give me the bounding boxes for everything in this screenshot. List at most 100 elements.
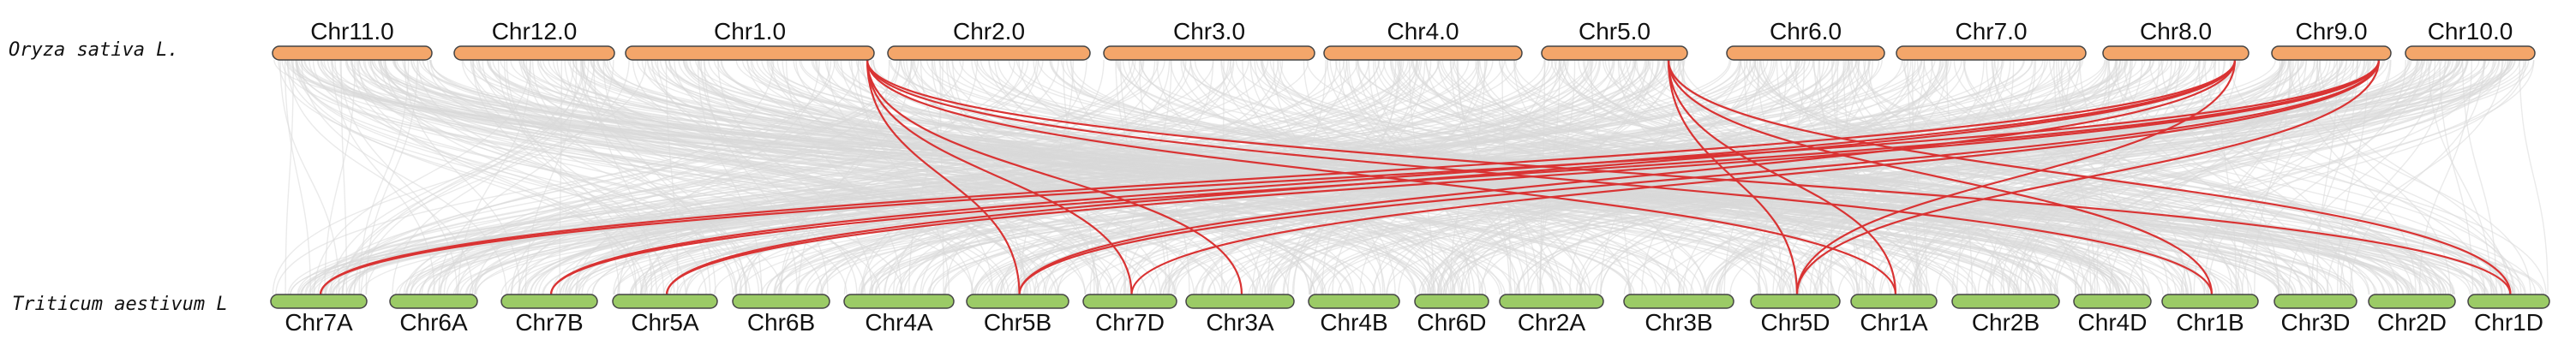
background-link [1799, 59, 2035, 295]
background-link [342, 59, 630, 295]
bottom-chromosome-label: Chr6B [747, 309, 815, 336]
background-link [2349, 59, 2485, 295]
top-chromosome-label: Chr6.0 [1770, 18, 1842, 45]
bottom-chromosome-chr4d [2073, 294, 2152, 309]
highlight-link-chr8-0-chr5b [1018, 59, 2237, 295]
bottom-chromosome-label: Chr3B [1644, 309, 1712, 336]
highlight-link-chr1-0-chr1b [866, 59, 2214, 295]
background-link [1776, 59, 1864, 295]
background-link [1729, 59, 2372, 295]
highlighted-synteny-links [319, 59, 2512, 295]
top-chromosome-label: Chr8.0 [2140, 18, 2212, 45]
background-link [816, 59, 1456, 295]
bottom-chromosome-chr6d [1414, 294, 1489, 309]
highlight-link-chr9-0-chr7b [549, 59, 2381, 295]
background-link [649, 59, 2338, 295]
background-link [440, 59, 964, 295]
background-link [523, 59, 1632, 295]
top-chromosome-chr12-0 [453, 45, 615, 61]
background-link [1935, 59, 2321, 295]
background-link [994, 59, 1880, 295]
highlight-link-chr9-0-chr7d [1130, 59, 2381, 295]
bottom-chromosome-chr6b [732, 294, 830, 309]
bottom-chromosome-chr6a [389, 294, 478, 309]
background-synteny-links [272, 59, 2549, 295]
top-chromosome-label: Chr7.0 [1955, 18, 2027, 45]
background-link [1706, 59, 2458, 295]
bottom-chromosome-chr7a [270, 294, 368, 309]
background-link [510, 59, 2084, 295]
background-link [596, 59, 2017, 295]
background-link [569, 59, 1036, 295]
top-species-label: Oryza sativa L. [9, 39, 179, 61]
background-link [1663, 59, 1820, 295]
background-link [358, 59, 1352, 295]
highlight-link-chr9-0-chr5b [1018, 59, 2381, 295]
background-link [511, 59, 775, 295]
bottom-chromosome-label: Chr2D [2377, 309, 2447, 336]
bottom-chromosome-chr1b [2161, 294, 2259, 309]
background-link [285, 59, 294, 295]
background-link [1677, 59, 2284, 295]
top-chromosome-label: Chr10.0 [2428, 18, 2513, 45]
background-link [566, 59, 1024, 295]
top-chromosome-chr8-0 [2102, 45, 2250, 61]
background-link [519, 59, 1102, 295]
background-link [2090, 59, 2527, 295]
background-link [474, 59, 1269, 295]
background-link [356, 59, 824, 295]
top-chromosome-chr5-0 [1541, 45, 1688, 61]
bottom-chromosome-label: Chr4B [1320, 309, 1387, 336]
background-link [332, 59, 2490, 295]
bottom-chromosome-label: Chr4A [865, 309, 933, 336]
background-link [1579, 59, 2370, 295]
background-link [438, 59, 614, 295]
background-link [1398, 59, 2456, 295]
top-chromosome-chr2-0 [887, 45, 1091, 61]
bottom-chromosome-label: Chr1D [2474, 309, 2543, 336]
background-link [778, 59, 1664, 295]
background-link [350, 59, 1663, 295]
background-link [1623, 59, 2449, 295]
background-link [1000, 59, 1423, 295]
background-link [833, 59, 2020, 295]
bottom-chromosome-label: Chr6D [1417, 309, 1487, 336]
background-link [2519, 59, 2549, 295]
bottom-chromosome-chr7b [500, 294, 598, 309]
background-link [564, 59, 1682, 295]
top-chromosome-label: Chr9.0 [2295, 18, 2367, 45]
highlight-link-chr1-0-chr3a [866, 59, 1243, 295]
background-link [827, 59, 993, 295]
background-link [537, 59, 1409, 295]
background-link [946, 59, 1127, 295]
background-link [2066, 59, 2522, 295]
top-chromosome-chr1-0 [625, 45, 875, 61]
bottom-chromosome-label: Chr5B [984, 309, 1051, 336]
top-chromosome-label: Chr2.0 [953, 18, 1025, 45]
background-link [317, 59, 1376, 295]
background-link [412, 59, 1807, 295]
bottom-chromosome-label: Chr5A [631, 309, 699, 336]
background-link [929, 59, 1418, 295]
background-link [804, 59, 1626, 295]
bottom-chromosome-chr2a [1499, 294, 1604, 309]
top-chromosome-label: Chr1.0 [714, 18, 786, 45]
bottom-chromosome-label: Chr7D [1095, 309, 1165, 336]
top-chromosome-label: Chr12.0 [492, 18, 578, 45]
background-link [1309, 59, 2297, 295]
background-link [427, 59, 993, 295]
highlight-link-chr8-0-chr5d [1795, 59, 2237, 295]
background-link [281, 59, 1230, 295]
bottom-chromosome-chr4a [843, 294, 955, 309]
bottom-chromosome-chr2d [2368, 294, 2456, 309]
background-link [582, 59, 1047, 295]
background-link [2297, 59, 2417, 295]
background-link [1788, 59, 2121, 295]
background-link [506, 59, 1545, 295]
background-link [325, 59, 1144, 295]
background-link [1772, 59, 1933, 295]
bottom-chromosome-chr1a [1850, 294, 1938, 309]
background-link [427, 59, 1478, 295]
